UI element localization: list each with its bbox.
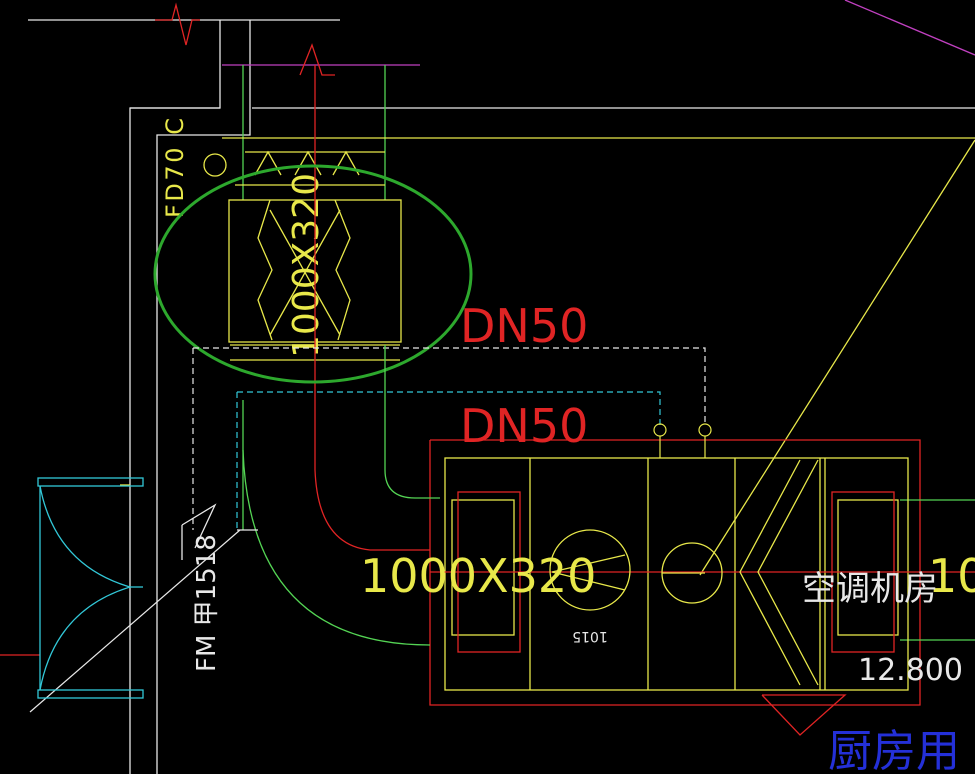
highlight-ellipse xyxy=(153,164,473,384)
dn50-lower-label: DN50 xyxy=(460,399,588,453)
white-diagonals xyxy=(29,529,258,713)
valve-circles xyxy=(653,423,712,458)
magenta-lines xyxy=(222,0,975,66)
ahu-red-sections xyxy=(430,491,975,653)
green-curves xyxy=(242,345,975,646)
v-bank-filter-icon xyxy=(739,459,819,686)
building-walls xyxy=(28,19,975,774)
centrifugal-fan-icon xyxy=(549,529,631,611)
dn50-upper-label: DN50 xyxy=(460,299,588,353)
elevation-label: 12.800 xyxy=(858,653,963,688)
fd70c-label: FD70 C xyxy=(161,118,189,218)
fan-tag-label: 1015 xyxy=(572,628,608,644)
red-pipe-lines xyxy=(0,43,921,706)
break-line-icon xyxy=(155,2,200,46)
duct-size-main-label: 1000X320 xyxy=(360,549,596,603)
fire-damper-marker xyxy=(181,503,217,560)
fire-damper-label: FM 甲1518 xyxy=(192,534,222,672)
room-name-label: 空调机房 xyxy=(802,569,938,609)
air-handling-unit xyxy=(444,457,909,691)
duct-size-vertical-label: 1000X320 xyxy=(286,173,327,358)
kitchen-use-label: 厨房用 xyxy=(828,726,960,774)
duct-size-right-label: 100 xyxy=(928,549,975,603)
door-swing-icon xyxy=(37,477,144,699)
elevation-marker xyxy=(761,694,847,736)
dashed-pipes xyxy=(192,347,706,530)
circle-motor-icon xyxy=(661,542,723,604)
